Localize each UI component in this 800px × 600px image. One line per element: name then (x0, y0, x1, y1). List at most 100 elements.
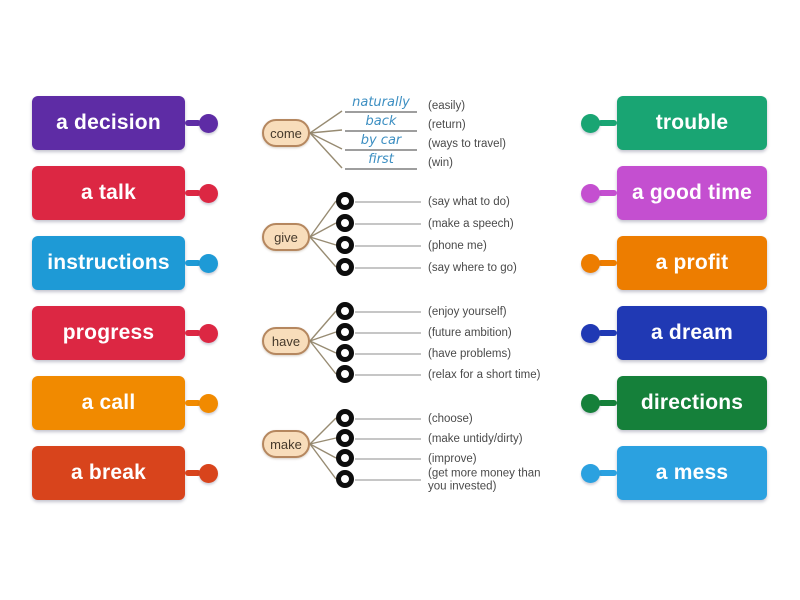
answer-blank-line (355, 223, 421, 225)
tile-connector-dot (580, 253, 600, 273)
answer-tile-a-talk[interactable]: a talk (32, 166, 185, 220)
answer-slot-circle[interactable] (336, 470, 354, 488)
tile-connector-stub (185, 470, 201, 476)
answer-tile-a-decision[interactable]: a decision (32, 96, 185, 150)
verb-node-make: make (262, 430, 310, 458)
answer-blank-line (355, 438, 421, 440)
answer-blank-line (345, 130, 417, 132)
tile-connector-stub (185, 260, 201, 266)
answer-blank-line (355, 374, 421, 376)
tile-connector-stub (598, 190, 617, 196)
tile-connector-stub (598, 400, 617, 406)
verb-node-label: make (270, 436, 302, 452)
tile-connector-dot (198, 113, 218, 133)
tile-connector-dot (580, 183, 600, 203)
tile-connector-dot (580, 393, 600, 413)
answer-hint: (return) (428, 118, 466, 131)
tile-connector-dot (198, 393, 218, 413)
answer-tile-directions[interactable]: directions (617, 376, 767, 430)
tile-label: a decision (56, 111, 161, 134)
answer-slot-circle[interactable] (336, 449, 354, 467)
answer-hint: (choose) (428, 412, 473, 425)
filled-answer: by car (360, 133, 402, 148)
tile-connector-stub (598, 470, 617, 476)
tile-connector-dot (198, 323, 218, 343)
tile-connector-stub (598, 330, 617, 336)
answer-hint: (get more money than you invested) (428, 467, 541, 493)
answer-tile-progress[interactable]: progress (32, 306, 185, 360)
answer-slot-circle[interactable] (336, 344, 354, 362)
filled-answer: first (368, 152, 394, 167)
answer-slot-circle[interactable] (336, 429, 354, 447)
answer-hint: (say what to do) (428, 195, 510, 208)
answer-hint: (have problems) (428, 347, 512, 360)
answer-slot-circle[interactable] (336, 258, 354, 276)
answer-blank-line (355, 267, 421, 269)
filled-answer: naturally (352, 95, 410, 110)
answer-tile-a-profit[interactable]: a profit (617, 236, 767, 290)
tile-label: a break (71, 461, 146, 484)
answer-hint: (make untidy/dirty) (428, 432, 523, 445)
verb-node-label: have (271, 333, 301, 349)
answer-tile-trouble[interactable]: trouble (617, 96, 767, 150)
tile-connector-dot (198, 463, 218, 483)
answer-tile-a-break[interactable]: a break (32, 446, 185, 500)
answer-hint: (relax for a short time) (428, 368, 541, 381)
tile-connector-stub (598, 260, 617, 266)
answer-blank-line (345, 111, 417, 113)
answer-slot-circle[interactable] (336, 409, 354, 427)
tile-label: instructions (47, 251, 170, 274)
answer-hint: (win) (428, 156, 453, 169)
tile-label: a call (81, 391, 136, 414)
answer-hint: (enjoy yourself) (428, 305, 507, 318)
tile-label: a profit (655, 251, 729, 274)
tile-connector-stub (185, 190, 201, 196)
tile-connector-stub (185, 330, 201, 336)
tile-label: directions (640, 391, 744, 414)
answer-slot-circle[interactable] (336, 323, 354, 341)
answer-hint: (easily) (428, 99, 466, 112)
answer-tile-a-good-time[interactable]: a good time (617, 166, 767, 220)
answer-hint: (phone me) (428, 239, 487, 252)
tile-label: a mess (655, 461, 729, 484)
answer-tile-a-dream[interactable]: a dream (617, 306, 767, 360)
answer-blank-line (355, 418, 421, 420)
tile-connector-dot (580, 113, 600, 133)
answer-hint: (say where to go) (428, 261, 517, 274)
answer-tile-a-call[interactable]: a call (32, 376, 185, 430)
verb-node-label: give (274, 229, 298, 245)
answer-hint: (improve) (428, 452, 477, 465)
answer-slot-circle[interactable] (336, 192, 354, 210)
filled-answer: back (365, 114, 397, 129)
answer-blank-line (355, 332, 421, 334)
answer-blank-line (345, 168, 417, 170)
tile-label: trouble (655, 111, 729, 134)
verb-node-have: have (262, 327, 310, 355)
tile-connector-dot (198, 183, 218, 203)
tile-connector-dot (580, 463, 600, 483)
answer-slot-circle[interactable] (336, 302, 354, 320)
answer-hint: (future ambition) (428, 326, 512, 339)
answer-blank-line (345, 149, 417, 151)
tile-connector-stub (185, 400, 201, 406)
tile-connector-dot (198, 253, 218, 273)
verb-node-give: give (262, 223, 310, 251)
tile-label: progress (62, 321, 155, 344)
answer-blank-line (355, 201, 421, 203)
tile-connector-dot (580, 323, 600, 343)
tile-connector-stub (598, 120, 617, 126)
verb-node-come: come (262, 119, 310, 147)
tile-label: a dream (651, 321, 733, 344)
tile-connector-stub (185, 120, 201, 126)
answer-tile-instructions[interactable]: instructions (32, 236, 185, 290)
tile-label: a talk (81, 181, 136, 204)
answer-slot-circle[interactable] (336, 236, 354, 254)
answer-slot-circle[interactable] (336, 214, 354, 232)
answer-blank-line (355, 353, 421, 355)
answer-slot-circle[interactable] (336, 365, 354, 383)
tile-label: a good time (631, 181, 753, 204)
answer-hint: (make a speech) (428, 217, 514, 230)
answer-tile-a-mess[interactable]: a mess (617, 446, 767, 500)
